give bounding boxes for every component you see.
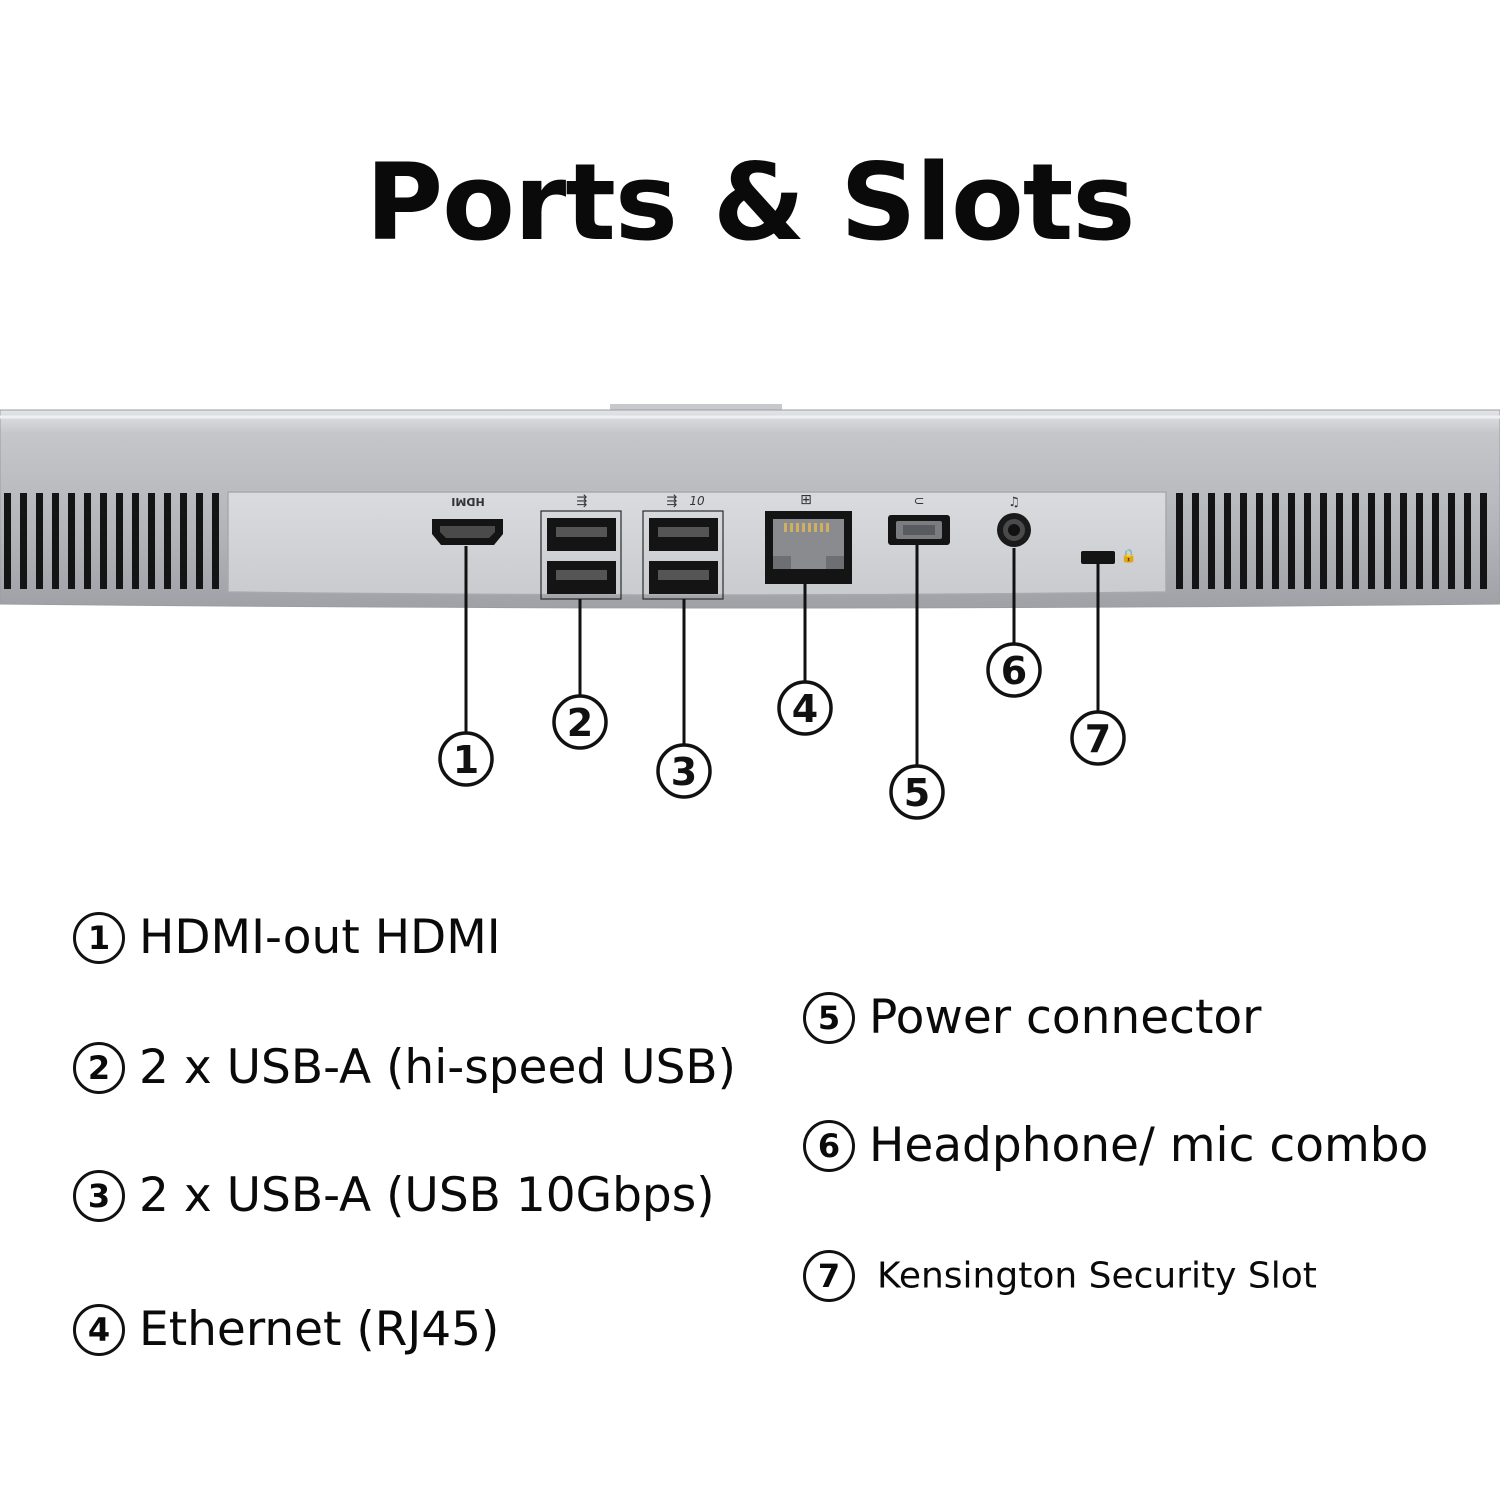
legend-text-5: Power connector — [869, 990, 1262, 1045]
legend-num-2: 2 — [73, 1041, 125, 1094]
right-vent — [1176, 493, 1487, 589]
audio-jack: ♫ — [997, 495, 1031, 547]
legend-item-1: 1 HDMI-out HDMI — [73, 910, 501, 965]
legend-item-5: 5 Power connector — [803, 990, 1261, 1045]
device-rear-panel: HDMI ⇶ ⇶ 10 ⊞ ⊂ — [0, 404, 1500, 820]
legend-num-5: 5 — [803, 991, 855, 1044]
power-connector: ⊂ — [888, 494, 950, 545]
callout-7 — [1070, 710, 1126, 766]
callout-4-num: 4 — [792, 687, 818, 731]
legend-item-7: 7 Kensington Security Slot — [803, 1250, 1317, 1302]
legend-num-1: 1 — [73, 911, 125, 964]
legend-text-4: Ethernet (RJ45) — [139, 1302, 500, 1357]
callout-5 — [889, 764, 945, 820]
legend-item-2: 2 2 x USB-A (hi-speed USB) — [73, 1040, 736, 1095]
ethernet-port: ⊞ — [765, 492, 852, 584]
usb-10-label: 10 — [689, 494, 705, 508]
leader-lines — [464, 545, 1100, 766]
kensington-slot: 🔒 — [1081, 549, 1137, 564]
usb-icon: ⇶ — [577, 494, 588, 509]
callout-5-num: 5 — [904, 771, 930, 815]
headset-icon: ♫ — [1008, 495, 1020, 510]
callout-4 — [777, 680, 833, 736]
legend-num-6: 6 — [803, 1119, 855, 1172]
legend-num-3: 3 — [73, 1169, 125, 1222]
hdmi-port: HDMI — [432, 495, 503, 545]
callout-6 — [986, 642, 1042, 698]
legend-text-7: Kensington Security Slot — [877, 1255, 1317, 1297]
left-vent — [4, 493, 219, 589]
legend-item-4: 4 Ethernet (RJ45) — [73, 1302, 499, 1357]
usb-hispeed-ports: ⇶ — [540, 494, 622, 600]
usb-10-icon: ⇶ — [667, 494, 678, 509]
legend-text-6: Headphone/ mic combo — [869, 1118, 1429, 1173]
legend-text-1: HDMI-out HDMI — [139, 910, 501, 965]
callout-2-num: 2 — [567, 701, 593, 745]
callout-3 — [656, 743, 712, 799]
callout-3-num: 3 — [671, 750, 697, 794]
hdmi-icon: HDMI — [451, 495, 484, 508]
callout-6-num: 6 — [1001, 649, 1027, 693]
legend-item-3: 3 2 x USB-A (USB 10Gbps) — [73, 1168, 715, 1223]
legend-text-3: 2 x USB-A (USB 10Gbps) — [139, 1168, 715, 1223]
callout-2 — [552, 694, 608, 750]
page-title: Ports & Slots — [365, 141, 1135, 264]
legend-num-4: 4 — [73, 1303, 125, 1356]
lock-icon: 🔒 — [1121, 549, 1137, 564]
legend-num-7: 7 — [803, 1250, 855, 1302]
callout-7-num: 7 — [1085, 717, 1111, 761]
usb-10gbps-ports: ⇶ 10 — [642, 494, 724, 600]
callout-1 — [438, 731, 494, 787]
callouts — [438, 642, 1126, 820]
legend-item-6: 6 Headphone/ mic combo — [803, 1118, 1428, 1173]
legend-text-2: 2 x USB-A (hi-speed USB) — [139, 1040, 736, 1095]
network-icon: ⊞ — [800, 492, 812, 508]
callout-1-num: 1 — [453, 738, 479, 782]
power-icon: ⊂ — [914, 494, 925, 509]
stand-mount — [610, 404, 782, 414]
